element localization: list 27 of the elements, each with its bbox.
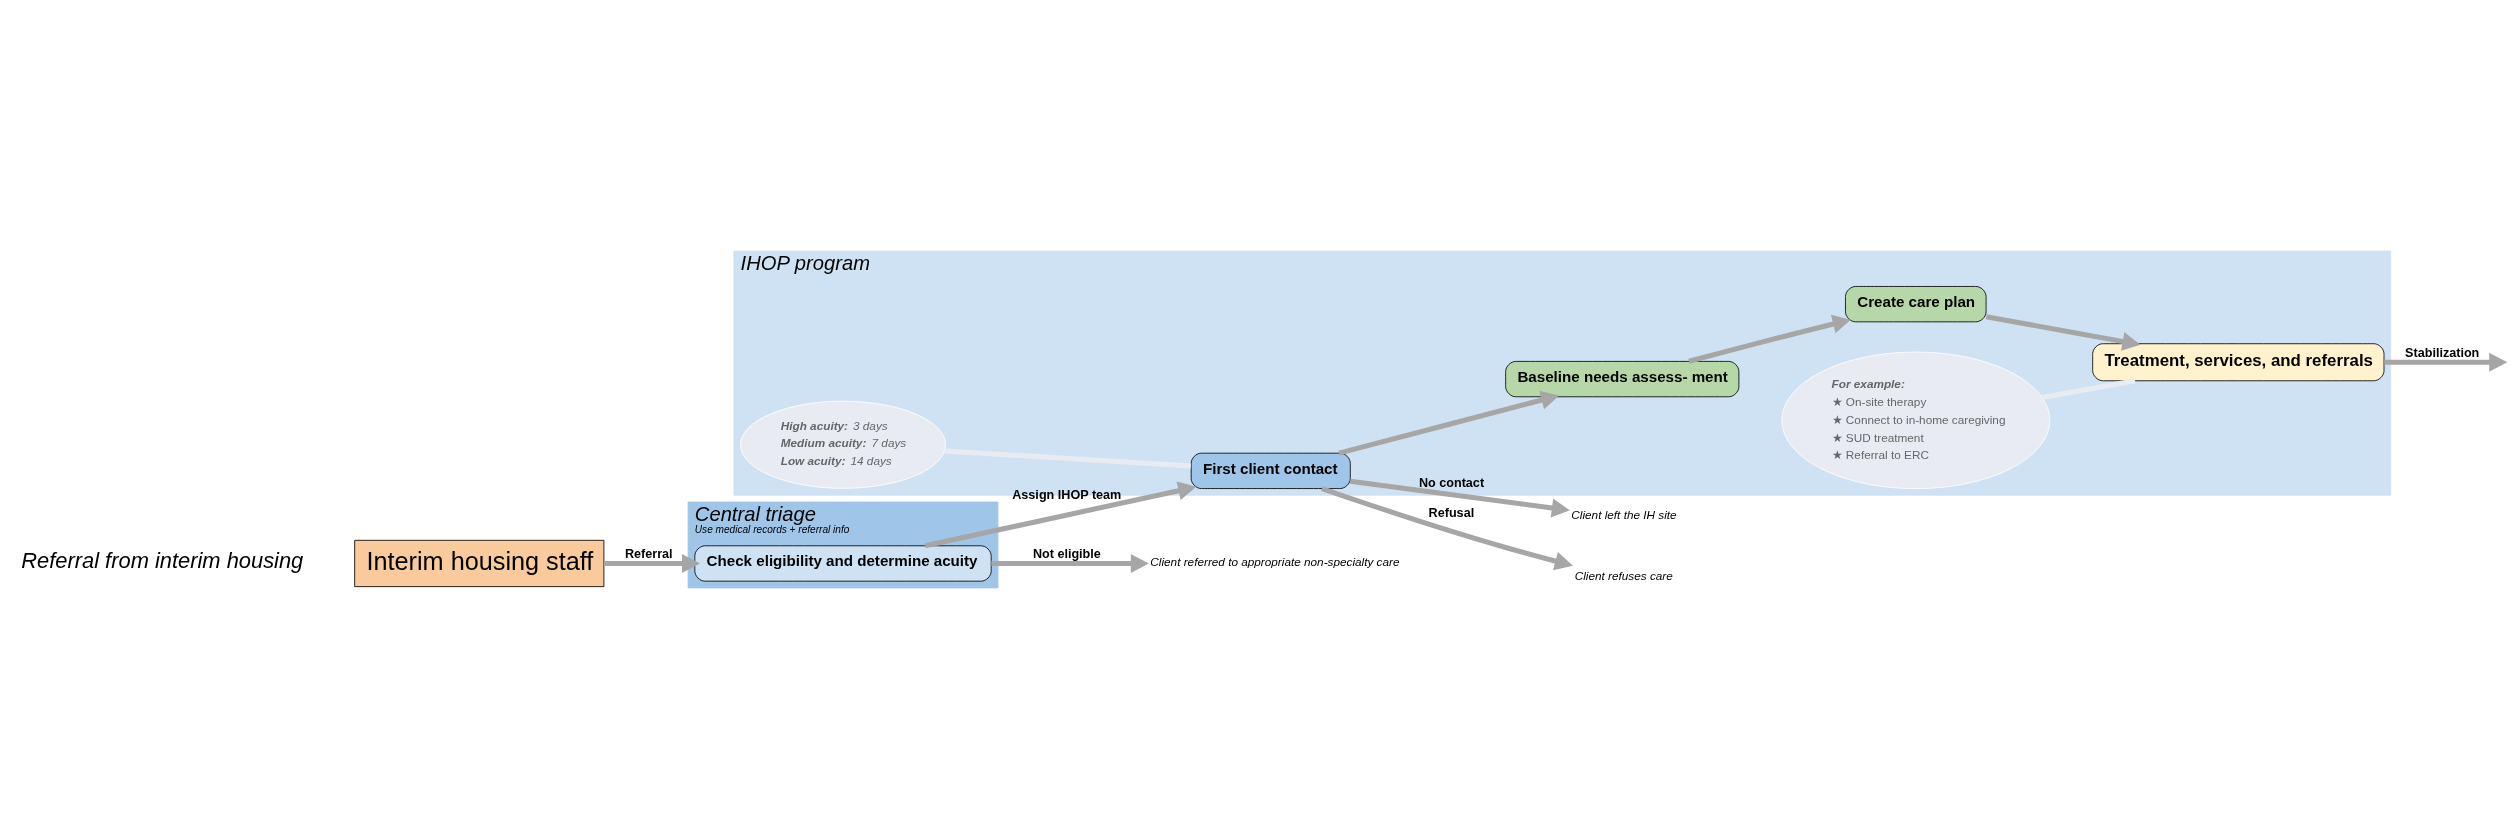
arrow bbox=[1688, 314, 1851, 364]
node-text: Client left the IH site bbox=[1571, 508, 1677, 522]
edge-label: Referral bbox=[624, 547, 673, 562]
edge-label: No contact bbox=[1418, 475, 1485, 490]
node-ellipse: High acuity: 3 days Medium acuity: 7 days Low acuity: 14 days bbox=[740, 400, 946, 489]
node-box: Interim housing staff bbox=[354, 539, 605, 588]
arrow bbox=[991, 554, 1149, 573]
edge-label: Refusal bbox=[1428, 506, 1475, 521]
arrow bbox=[1321, 486, 1573, 571]
node-box: Baseline needs assess- ment bbox=[1505, 360, 1740, 398]
node-text: Client refuses care bbox=[1574, 569, 1673, 583]
edge-label: Not eligible bbox=[1032, 547, 1101, 562]
node-ellipse: For example: ★ On-site therapy ★ Connect to in-home caregiving ★ SUD treatment ★ Referral to ERC bbox=[1781, 351, 2051, 490]
label: Referral from interim housing bbox=[21, 547, 304, 573]
arrow bbox=[1338, 390, 1560, 456]
edge-label: Stabilization bbox=[2405, 346, 2480, 361]
arrow bbox=[1985, 314, 2141, 351]
arrow bbox=[603, 554, 701, 573]
node-box: Treatment, services, and referrals bbox=[2092, 343, 2385, 382]
node-text: Client referred to appropriate non-specialty care bbox=[1150, 554, 1400, 568]
node-box: Check eligibility and determine acuity bbox=[694, 545, 992, 582]
arrow bbox=[2384, 352, 2508, 372]
connector bbox=[2041, 378, 2136, 401]
connector bbox=[944, 448, 1191, 469]
node-box: First client contact bbox=[1190, 452, 1351, 489]
arrow bbox=[1350, 478, 1570, 518]
node-box: Create care plan bbox=[1845, 286, 1987, 323]
